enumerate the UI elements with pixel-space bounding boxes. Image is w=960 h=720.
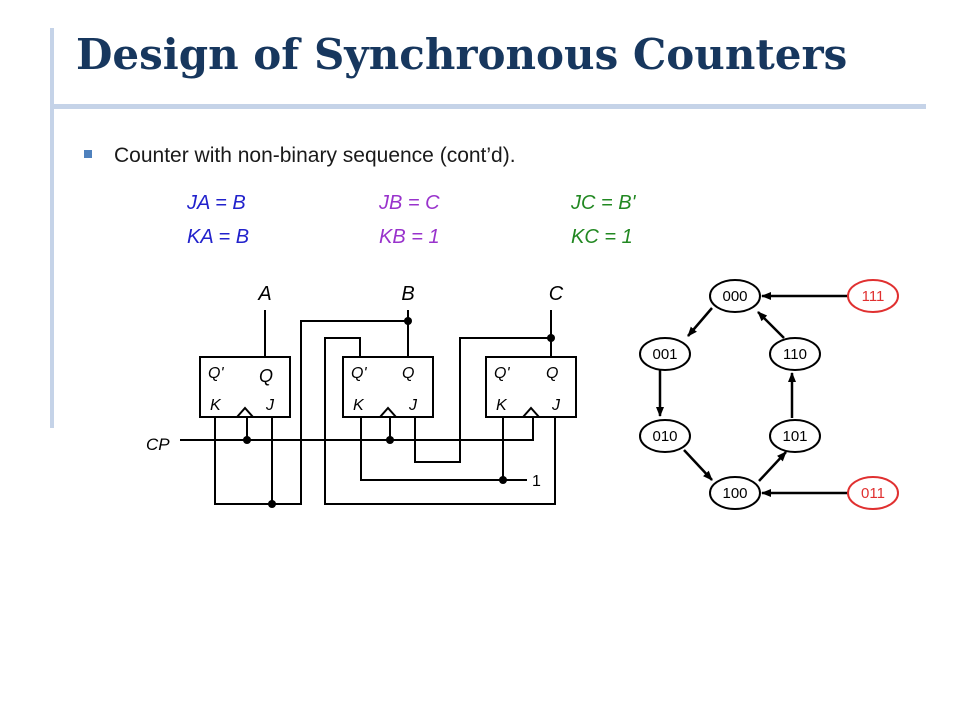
junction-clock-b: [386, 436, 394, 444]
wire-constant-one: [360, 417, 527, 481]
clock-triangle-a: [236, 406, 254, 418]
equation-kc: KC = 1: [571, 226, 633, 248]
junction-one: [499, 476, 507, 484]
state-111-node: [847, 279, 899, 313]
junction-b: [404, 317, 412, 325]
equation-jb: JB = C: [379, 192, 440, 214]
state-110-label: 110: [783, 346, 807, 363]
state-111-label: 111: [862, 288, 885, 305]
equation-jc: JC = B': [571, 192, 636, 214]
equation-ja: JA = B: [187, 192, 246, 214]
output-label-c: C: [549, 283, 564, 305]
state-001-node: [639, 337, 691, 371]
flipflop-b-j-label: J: [408, 397, 418, 414]
transition-110-000: [757, 311, 785, 339]
flipflop-b: [342, 356, 434, 418]
clock-triangle-c: [522, 406, 540, 418]
state-011-label: 011: [861, 485, 885, 502]
bullet-item: Counter with non-binary sequence (cont’d…: [84, 144, 516, 168]
state-101-label: 101: [782, 428, 807, 445]
bullet-text: Counter with non-binary sequence (cont’d…: [114, 144, 516, 167]
bullet-marker: [84, 150, 92, 159]
junctions: [243, 317, 555, 508]
flipflop-c: [485, 356, 577, 418]
flipflop-b-qbar-label: Q': [351, 365, 367, 382]
state-001-label: 001: [652, 346, 677, 363]
flipflop-a-k-label: K: [210, 397, 222, 414]
wire-ka: [214, 320, 408, 505]
transition-100-101: [758, 451, 787, 482]
transition-000-001: [687, 307, 713, 337]
state-100-node: [709, 476, 761, 510]
state-diagram: 000 001 010 100 101 110 111 011: [639, 279, 899, 510]
equation-ka: KA = B: [187, 226, 250, 248]
state-000-label: 000: [722, 288, 747, 305]
flipflop-b-q-label: Q: [402, 365, 414, 382]
equation-kb: KB = 1: [379, 226, 440, 248]
flipflop-c-qbar-label: Q': [494, 365, 510, 382]
flipflop-c-k-label: K: [496, 397, 508, 414]
state-011-node: [847, 476, 899, 510]
flipflop-a-qbar-label: Q': [208, 365, 224, 382]
wire-jc: [324, 337, 556, 505]
circuit: [180, 310, 577, 505]
state-101-node: [769, 419, 821, 453]
state-010-label: 010: [652, 428, 677, 445]
wire-jb: [414, 337, 551, 463]
slide-title: Design of Synchronous Counters: [76, 30, 848, 79]
state-000-node: [709, 279, 761, 313]
flipflop-a-j-label: J: [265, 397, 275, 414]
flipflop-c-j-label: J: [551, 397, 561, 414]
state-110-node: [769, 337, 821, 371]
flipflop-a-q-label: Q: [259, 366, 273, 386]
transition-010-100: [683, 449, 713, 481]
clock-label: CP: [146, 435, 170, 454]
junction-clock-a: [243, 436, 251, 444]
constant-one-label: 1: [532, 473, 541, 490]
output-label-a: A: [257, 283, 271, 305]
wire-clock: [180, 417, 534, 441]
flipflop-b-k-label: K: [353, 397, 365, 414]
accent-bar-vertical: [50, 28, 54, 428]
state-100-label: 100: [722, 485, 747, 502]
accent-bar-horizontal: [50, 104, 926, 109]
state-010-node: [639, 419, 691, 453]
flipflop-c-q-label: Q: [546, 365, 558, 382]
junction-c: [547, 334, 555, 342]
junction-ja-ka: [268, 500, 276, 508]
flipflop-a: [199, 356, 291, 418]
output-label-b: B: [401, 283, 414, 305]
clock-triangle-b: [379, 406, 397, 418]
